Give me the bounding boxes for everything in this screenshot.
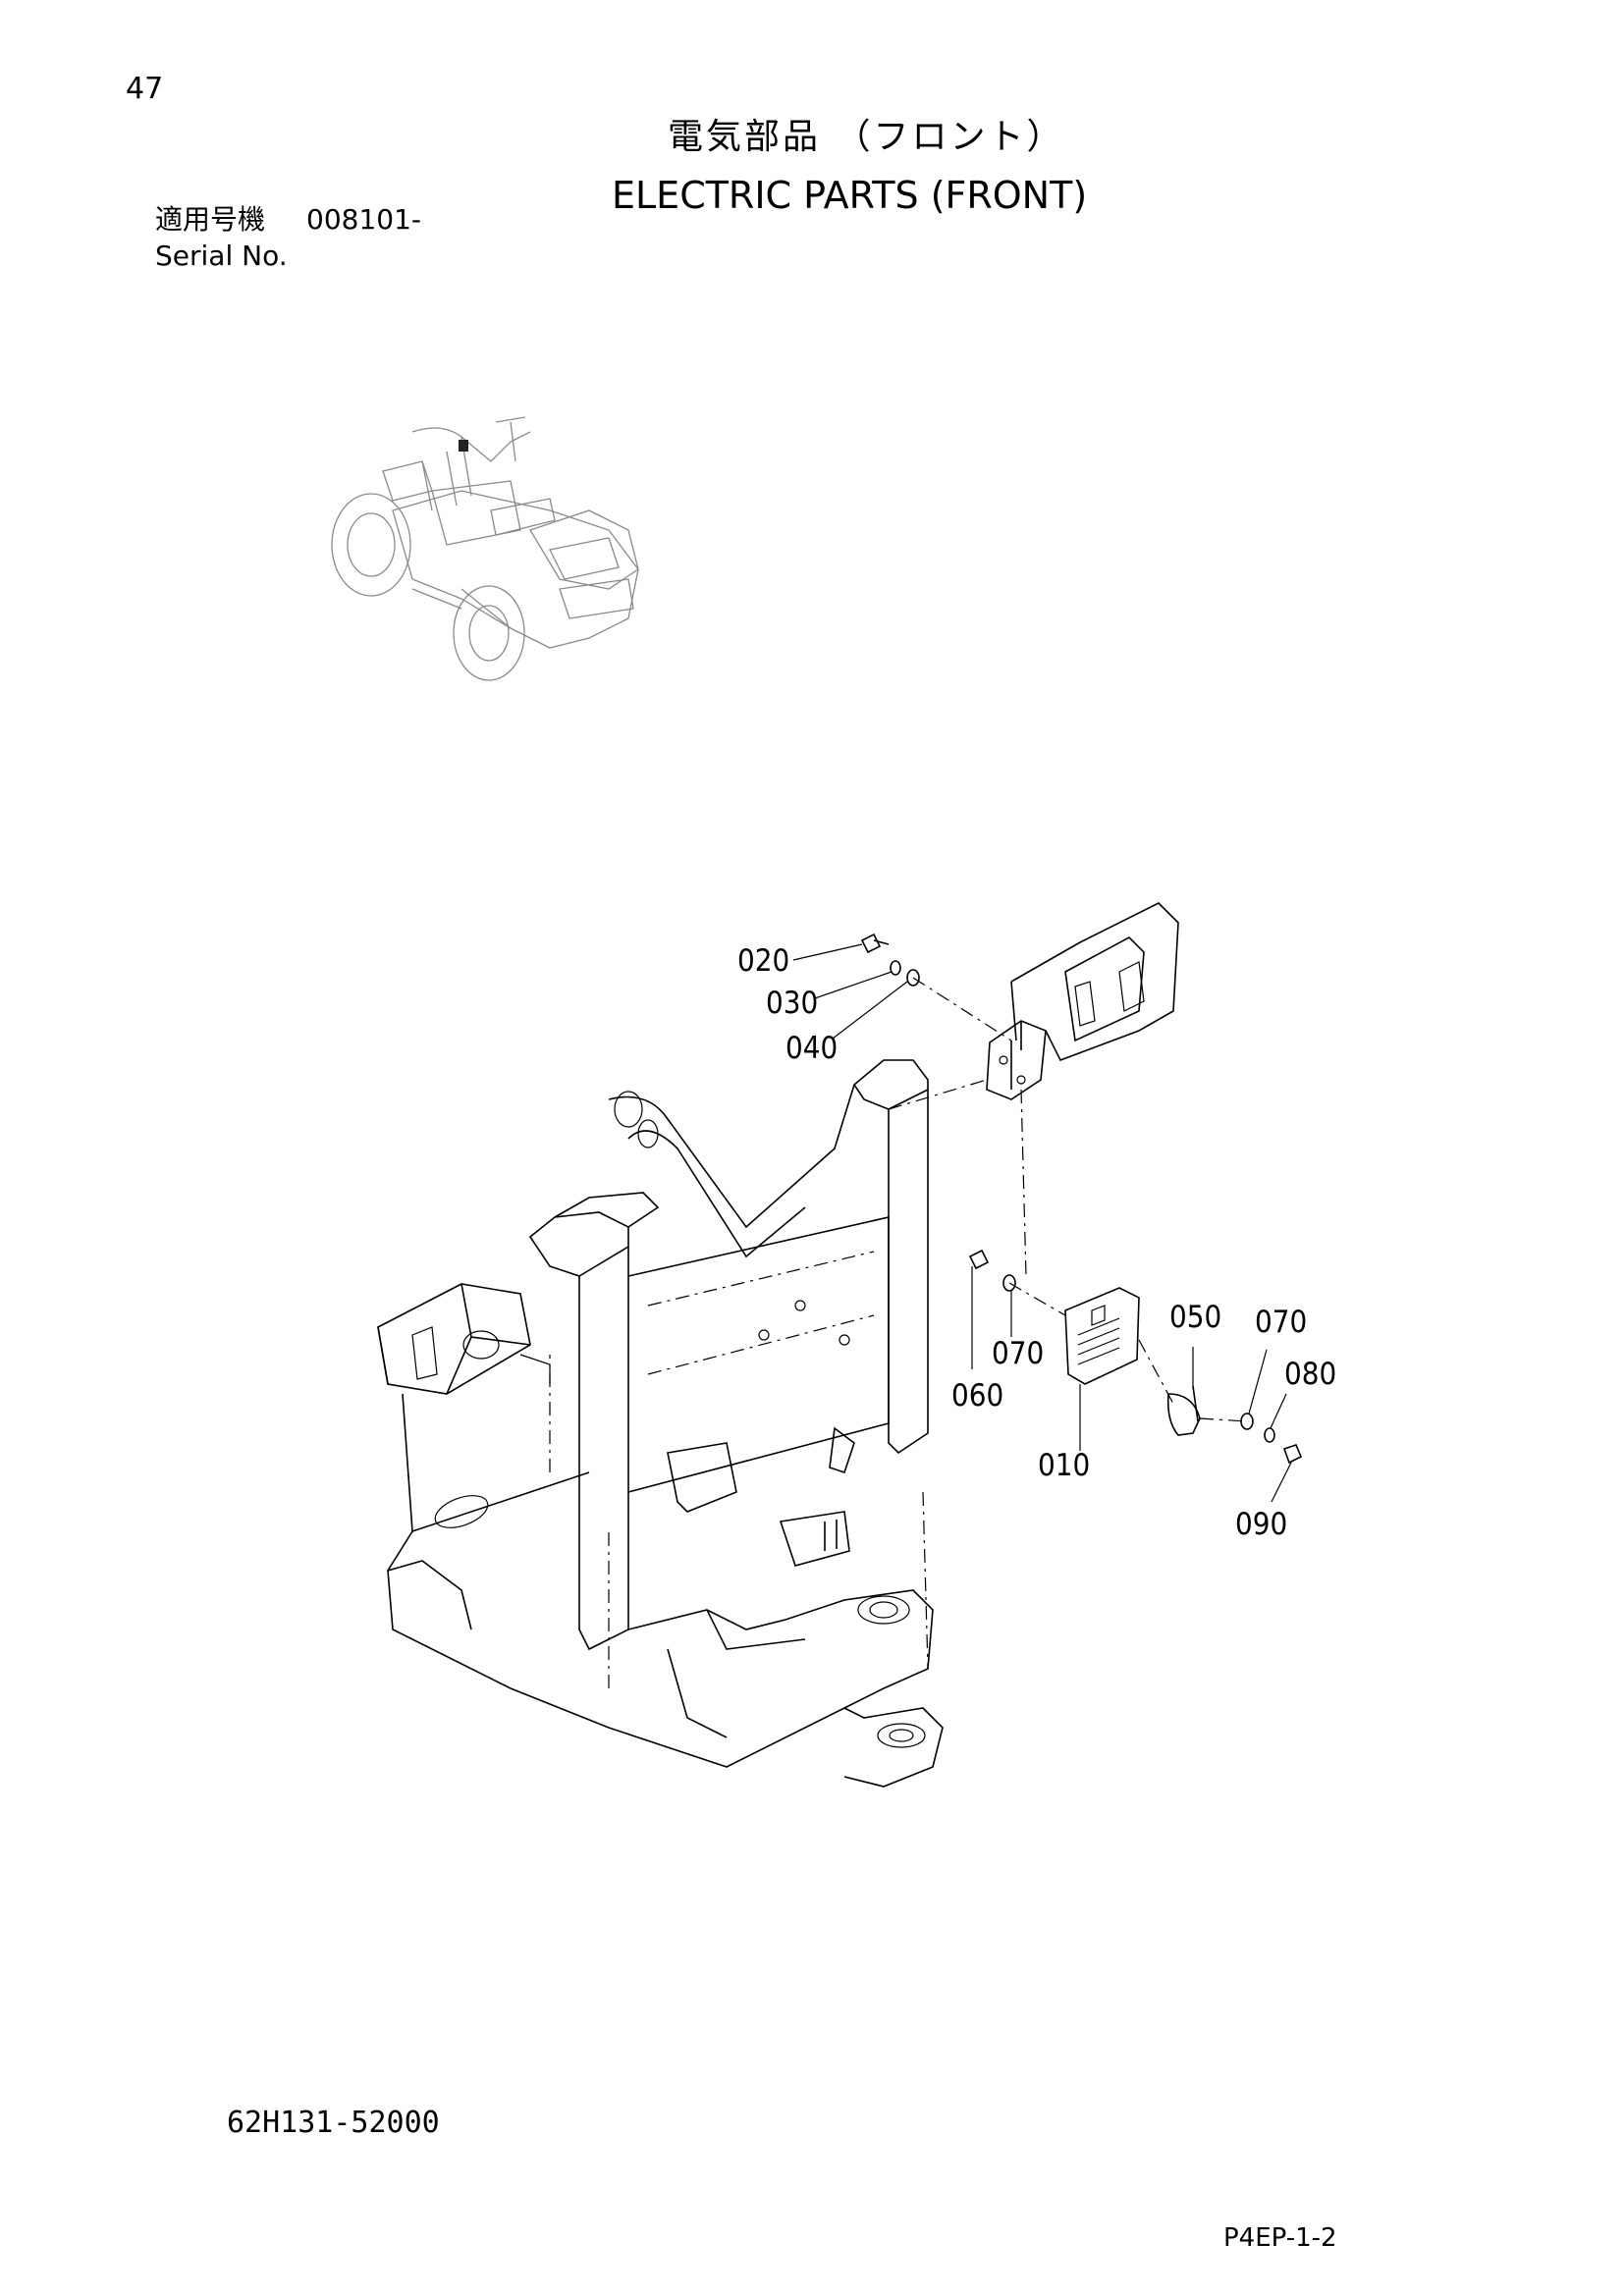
callout-070-right: 070 [1255, 1305, 1307, 1340]
title-japanese: 電気部品 （フロント） [668, 117, 1065, 157]
callout-080: 080 [1284, 1357, 1336, 1392]
callout-060: 060 [951, 1378, 1003, 1414]
title-english: ELECTRIC PARTS (FRONT) [612, 174, 1088, 217]
callout-leaders [792, 943, 1292, 1503]
serial-value: 008101- [306, 203, 421, 236]
lamp-bracket-drawing [860, 902, 1303, 1465]
serial-label-english: Serial No. [155, 240, 288, 272]
callout-030: 030 [766, 986, 818, 1021]
page-number: 47 [126, 72, 164, 106]
drawing-number: 62H131-52000 [227, 2106, 440, 2140]
callout-040: 040 [785, 1031, 838, 1066]
callout-050: 050 [1169, 1300, 1221, 1335]
front-frame-drawing [377, 1059, 944, 1788]
callout-070-left: 070 [992, 1336, 1044, 1371]
callout-010: 010 [1038, 1448, 1090, 1483]
machine-locator-thumbnail [331, 416, 639, 681]
serial-label-japanese: 適用号機 [155, 203, 266, 236]
page-code: P4EP-1-2 [1223, 2223, 1337, 2253]
callout-020: 020 [737, 943, 789, 979]
callout-090: 090 [1235, 1507, 1287, 1542]
